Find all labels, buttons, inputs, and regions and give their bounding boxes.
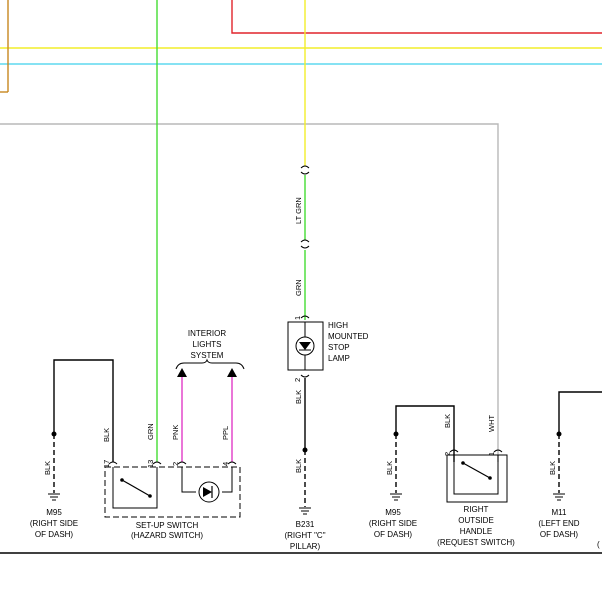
led-icon-lamp bbox=[299, 342, 311, 350]
switch-contact-a bbox=[120, 478, 124, 482]
ground-label-m11-3: OF DASH) bbox=[540, 530, 579, 539]
hazard-switch-label-1: SET-UP SWITCH bbox=[136, 521, 199, 530]
hazard-led-circle bbox=[198, 481, 220, 503]
pin-lamp-top: 1 bbox=[293, 316, 302, 320]
wire-label-ltgrn: LT GRN bbox=[294, 197, 303, 224]
connector-marks-hazard bbox=[108, 461, 237, 465]
stop-lamp-label-2: MOUNTED bbox=[328, 332, 369, 341]
wire-label-request-1: WHT bbox=[487, 415, 496, 432]
pin-hazard-4: 4 bbox=[221, 462, 230, 466]
wire-blk-request-loop bbox=[395, 405, 455, 462]
wire-label-blk-m11: BLK bbox=[548, 461, 557, 475]
ground-icon-m11 bbox=[553, 493, 565, 501]
hazard-led-circuit bbox=[181, 467, 196, 493]
request-contact-b bbox=[488, 476, 492, 480]
stop-lamp-label-3: STOP bbox=[328, 343, 350, 352]
system-bracket bbox=[175, 358, 245, 370]
request-switch-label-4: (REQUEST SWITCH) bbox=[437, 538, 515, 547]
hazard-switch-box bbox=[104, 466, 241, 518]
switch-contact-b bbox=[148, 494, 152, 498]
wire-label-request-2: BLK bbox=[443, 414, 452, 428]
ground-label-m11-2: (LEFT END bbox=[538, 519, 579, 528]
ground-label-m95-left-2: (RIGHT SIDE bbox=[30, 519, 78, 528]
hazard-switch-label-2: (HAZARD SWITCH) bbox=[131, 531, 203, 540]
wire-blk-hazard-loop bbox=[53, 359, 114, 462]
ground-icon-m95-left bbox=[48, 493, 60, 501]
wire-label-hazard-2: PNK bbox=[171, 425, 180, 440]
ground-label-b231-3: PILLAR) bbox=[290, 542, 321, 551]
pin-hazard-13: 13 bbox=[146, 460, 155, 468]
pin-hazard-2: 2 bbox=[171, 462, 180, 466]
stop-lamp-label-4: LAMP bbox=[328, 354, 350, 363]
ground-label-m95-right-3: OF DASH) bbox=[374, 530, 413, 539]
arrow-up-icon-pnk bbox=[177, 368, 187, 377]
wire-label-blk-request-ground: BLK bbox=[385, 461, 394, 475]
system-label-2: LIGHTS bbox=[193, 340, 222, 349]
request-switch-internal bbox=[453, 455, 499, 495]
wire-label-blk-hazard-ground: BLK bbox=[43, 461, 52, 475]
request-switch-label-2: OUTSIDE bbox=[458, 516, 494, 525]
wire-gray-wht bbox=[0, 123, 499, 462]
wire-label-hazard-13: GRN bbox=[146, 423, 155, 440]
ground-label-m11-1: M11 bbox=[552, 508, 568, 517]
request-switch-lever-icon bbox=[462, 462, 491, 479]
stop-lamp-label-1: HIGH bbox=[328, 321, 348, 330]
pin-request-1: 1 bbox=[487, 452, 496, 456]
wire-label-grn-lamp: GRN bbox=[294, 279, 303, 296]
wire-blk-m11-loop bbox=[558, 391, 602, 434]
wire-label-blk-lamp-2: BLK bbox=[294, 459, 303, 473]
pin-hazard-17: 17 bbox=[102, 460, 111, 468]
connector-marks-request bbox=[449, 449, 503, 453]
wire-label-hazard-17: BLK bbox=[102, 428, 111, 442]
pin-request-2: 2 bbox=[443, 452, 452, 456]
connector-marks-lamp bbox=[300, 165, 310, 378]
pin-lamp-bottom: 2 bbox=[293, 378, 302, 382]
switch-lever-icon bbox=[121, 479, 151, 497]
ground-icon-b231 bbox=[299, 507, 311, 515]
wire-label-hazard-4: PPL bbox=[221, 426, 230, 440]
ground-label-m95-left-1: M95 bbox=[46, 508, 62, 517]
request-contact-a bbox=[461, 461, 465, 465]
wire-label-blk-lamp-1: BLK bbox=[294, 390, 303, 404]
wire-red bbox=[231, 0, 602, 34]
edge-fragment: ( bbox=[597, 540, 600, 549]
ground-label-b231-1: B231 bbox=[296, 520, 315, 529]
ground-label-b231-2: (RIGHT "C" bbox=[284, 531, 325, 540]
arrow-up-icon-ppl bbox=[227, 368, 237, 377]
request-switch-label-3: HANDLE bbox=[460, 527, 492, 536]
ground-icon-m95-right bbox=[390, 493, 402, 501]
system-label-1: INTERIOR bbox=[188, 329, 226, 338]
system-label-3: SYSTEM bbox=[191, 351, 224, 360]
request-switch-box bbox=[446, 454, 508, 503]
hazard-led-circuit-b bbox=[222, 467, 233, 493]
request-switch-label-1: RIGHT bbox=[464, 505, 489, 514]
ground-label-m95-right-1: M95 bbox=[385, 508, 401, 517]
led-icon-hazard bbox=[203, 487, 212, 497]
ground-label-m95-left-3: OF DASH) bbox=[35, 530, 74, 539]
hazard-switch-internal bbox=[112, 467, 158, 509]
ground-label-m95-right-2: (RIGHT SIDE bbox=[369, 519, 417, 528]
